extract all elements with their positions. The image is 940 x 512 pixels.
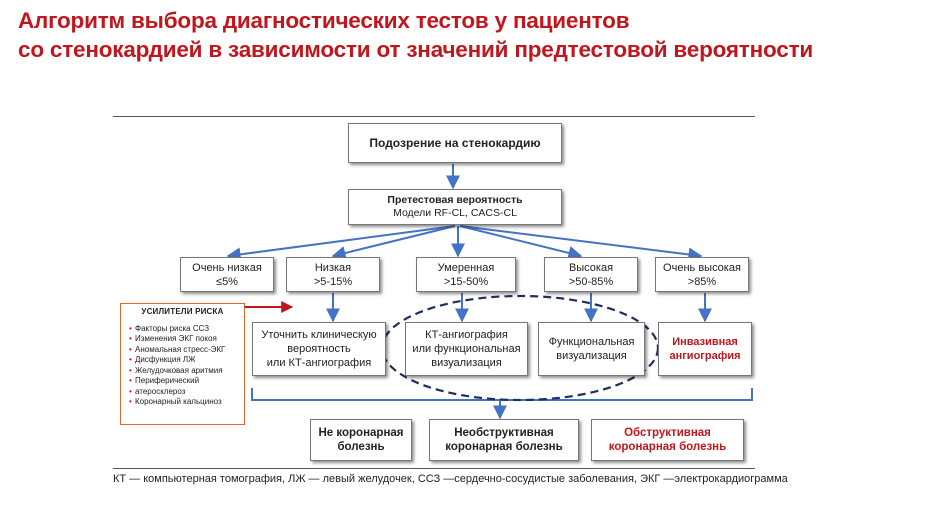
clarify-box: Уточнить клиническую вероятность или КТ-… — [252, 322, 386, 376]
very-low-box: Очень низкая ≤5% — [180, 257, 274, 292]
ct-line-2: или функциональная — [412, 343, 521, 355]
non-coronary-line-2: болезнь — [337, 441, 385, 453]
risk-item: Изменения ЭКГ покоя — [129, 334, 244, 345]
pretest-title: Претестовая вероятность — [387, 194, 523, 206]
top-divider — [113, 116, 755, 117]
suspicion-box: Подозрение на стенокардию — [348, 123, 562, 163]
nonobstructive-line-1: Необструктивная — [454, 427, 554, 439]
footnote: КТ — компьютерная томография, ЛЖ — левый… — [113, 473, 788, 485]
risk-item: Периферический — [129, 376, 244, 387]
very-high-box: Очень высокая >85% — [655, 257, 749, 292]
risk-enhancers-box: УСИЛИТЕЛИ РИСКА Факторы риска ССЗ Измене… — [120, 303, 245, 425]
invasive-line-2: ангиография — [669, 350, 741, 362]
moderate-label: Умеренная — [437, 261, 495, 274]
arrow-to-high — [459, 225, 583, 260]
very-high-label: Очень высокая — [663, 261, 741, 274]
very-low-label: Очень низкая — [192, 261, 262, 274]
obstructive-box: Обструктивная коронарная болезнь — [591, 419, 744, 461]
arrow-to-very-low — [226, 225, 456, 262]
functional-line-1: Функциональная — [548, 336, 635, 348]
moderate-range: >15-50% — [443, 275, 489, 288]
risk-item: Коронарный кальциноз — [129, 397, 244, 408]
risk-item: Желудочковая аритмия — [129, 366, 244, 377]
non-coronary-line-1: Не коронарная — [318, 427, 404, 439]
clarify-line-1: Уточнить клиническую — [261, 329, 377, 341]
arrow-to-low — [331, 225, 456, 260]
functional-box: Функциональная визуализация — [538, 322, 645, 376]
arrow-to-very-high — [459, 225, 703, 262]
very-high-range: >85% — [687, 275, 717, 288]
risk-item: Факторы риска ССЗ — [129, 324, 244, 335]
ct-or-functional-box: КТ-ангиография или функциональная визуал… — [405, 322, 528, 376]
page-title: Алгоритм выбора диагностических тестов у… — [18, 6, 933, 64]
title-line-2: со стенокардией в зависимости от значени… — [18, 37, 814, 62]
nonobstructive-line-2: коронарная болезнь — [445, 441, 563, 453]
pretest-box: Претестовая вероятность Модели RF-CL, CA… — [348, 189, 562, 225]
ct-line-1: КТ-ангиография — [425, 329, 508, 341]
high-label: Высокая — [568, 261, 614, 274]
high-range: >50-85% — [568, 275, 614, 288]
invasive-line-1: Инвазивная — [672, 336, 738, 348]
pretest-models: Модели RF-CL, CACS-CL — [393, 207, 517, 219]
non-coronary-box: Не коронарная болезнь — [310, 419, 412, 461]
bottom-divider — [113, 468, 755, 469]
moderate-box: Умеренная >15-50% — [416, 257, 516, 292]
functional-line-2: визуализация — [556, 350, 627, 362]
very-low-range: ≤5% — [216, 275, 238, 288]
title-line-1: Алгоритм выбора диагностических тестов у… — [18, 8, 630, 33]
low-range: >5-15% — [313, 275, 353, 288]
ct-line-3: визуализация — [431, 357, 502, 369]
obstructive-line-2: коронарная болезнь — [608, 441, 727, 453]
risk-enhancers-list: Факторы риска ССЗ Изменения ЭКГ покоя Ан… — [121, 324, 244, 408]
risk-item: Аномальная стресс-ЭКГ — [129, 345, 244, 356]
risk-item-cont: атеросклероз — [129, 387, 244, 398]
risk-item: Дисфункция ЛЖ — [129, 355, 244, 366]
clarify-line-3: или КТ-ангиография — [266, 357, 372, 369]
obstructive-line-1: Обструктивная — [624, 427, 711, 439]
invasive-box: Инвазивная ангиография — [658, 322, 752, 376]
low-label: Низкая — [314, 261, 352, 274]
low-box: Низкая >5-15% — [286, 257, 380, 292]
outcome-bracket — [251, 388, 753, 401]
risk-enhancers-title: УСИЛИТЕЛИ РИСКА — [141, 307, 224, 316]
nonobstructive-box: Необструктивная коронарная болезнь — [429, 419, 579, 461]
clarify-line-2: вероятность — [287, 343, 351, 355]
suspicion-label: Подозрение на стенокардию — [369, 136, 541, 150]
high-box: Высокая >50-85% — [544, 257, 638, 292]
